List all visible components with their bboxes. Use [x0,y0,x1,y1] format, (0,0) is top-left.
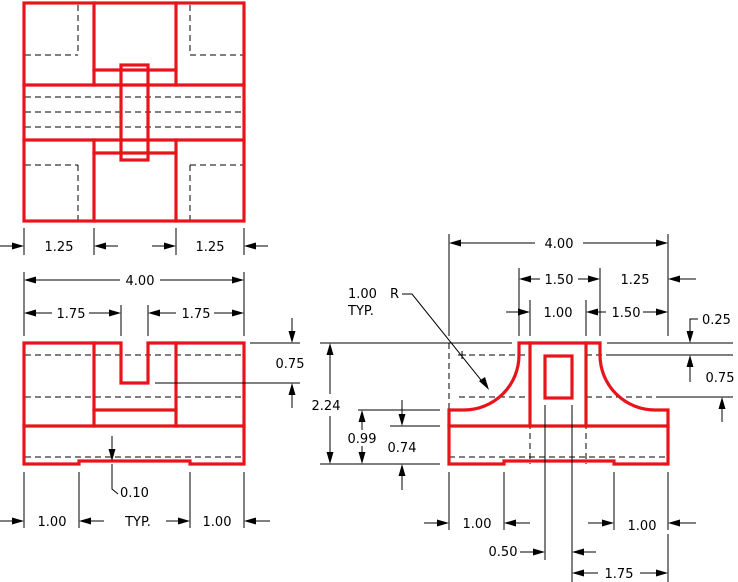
dim-side-right-offset: 1.25 [621,273,650,288]
dim-side-hole-position: 1.75 [605,567,634,582]
dim-side-radius-symbol: R [390,287,399,302]
dim-side-radius-value: 1.00 [348,287,377,302]
front-view [22,341,246,466]
side-view-hidden-lines [448,343,668,464]
side-view [447,341,670,466]
dim-side-base-height: 0.99 [348,432,377,447]
dim-top-right-width: 1.25 [196,240,225,255]
top-view-outline [22,1,246,223]
dim-side-slot-depth: 0.75 [706,371,735,386]
side-view-dimensions: 4.00 1.50 1.25 1.00 1.50 0.25 [312,234,735,582]
dim-front-overall-width: 4.00 [126,274,155,289]
dim-front-left-block: 1.75 [57,307,86,322]
dim-front-right-block: 1.75 [182,307,211,322]
dim-side-left-foot: 1.00 [463,517,492,532]
top-view [22,1,246,223]
top-view-dimensions: 1.25 1.25 [0,228,268,255]
dim-side-hole-offset: 0.50 [489,545,518,560]
dim-top-left-width: 1.25 [45,240,74,255]
dim-front-slot-depth: 0.75 [276,357,305,372]
front-view-outline [22,341,246,466]
dim-side-overall-width: 4.00 [545,237,574,252]
side-view-outline [447,341,670,466]
dim-side-top-small: 0.25 [702,313,731,328]
top-view-hidden-lines [25,5,243,220]
dim-front-right-foot: 1.00 [203,515,232,530]
front-view-dimensions: 4.00 1.75 1.75 0.75 0.10 [0,272,304,530]
dim-side-shoulder-height: 0.74 [388,441,417,456]
dim-side-right-step: 1.50 [612,306,641,321]
dim-side-overall-height: 2.24 [312,399,341,414]
dim-side-inner-width: 1.00 [544,306,573,321]
dim-front-typ: TYP. [124,515,151,530]
dim-side-radius-typ: TYP. [347,304,374,319]
front-view-hidden-lines [25,354,243,458]
dim-side-right-foot: 1.00 [628,519,657,534]
dim-front-left-foot: 1.00 [38,515,67,530]
dim-side-top-width: 1.50 [545,273,574,288]
dim-front-recess-depth: 0.10 [120,486,149,501]
